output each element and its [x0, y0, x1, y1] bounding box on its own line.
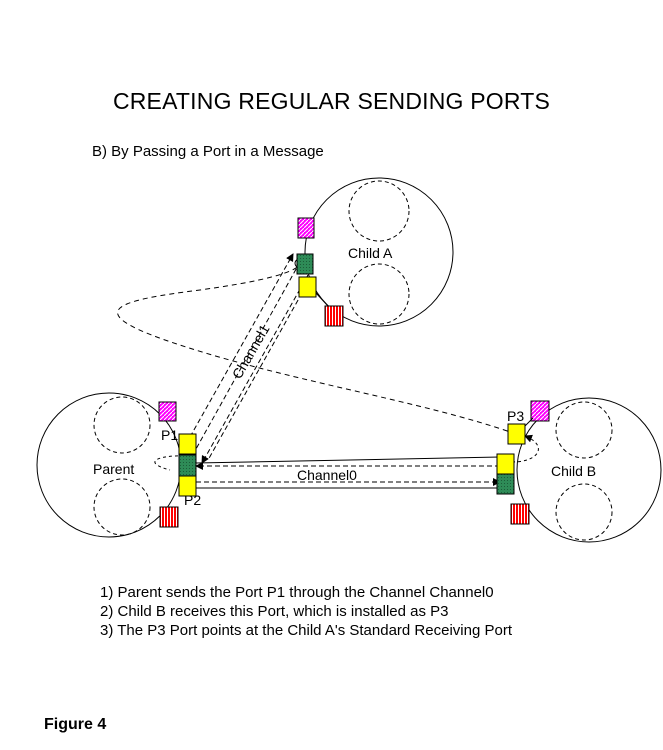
channel0-top-line	[195, 456, 501, 464]
child-a-label: Child A	[348, 245, 393, 261]
channel1-label: Channel1	[229, 321, 273, 381]
child-b-process: Child B	[516, 397, 662, 543]
parent-error-port	[159, 506, 179, 528]
p3-pointer-curve	[117, 264, 517, 435]
steps-list: 1) Parent sends the Port P1 through the …	[100, 583, 512, 640]
child-a-circle	[304, 177, 454, 327]
channel1: Channel1	[189, 253, 309, 464]
child-b-label: Child B	[551, 463, 596, 479]
p1-label: P1	[161, 427, 178, 443]
child-a-thread-2	[348, 263, 410, 325]
parent-thread-1	[93, 396, 151, 454]
child-b-control-port	[530, 400, 550, 422]
child-b-loop-arrow	[511, 434, 539, 463]
channel0-label: Channel0	[297, 467, 357, 483]
parent-control-port	[158, 401, 177, 422]
step-2: 2) Child B receives this Port, which is …	[100, 603, 449, 620]
p3-label: P3	[507, 408, 524, 424]
port-diagram: Child A Parent Child B Channel1 Channel0	[36, 177, 662, 543]
channel1-line-mid	[195, 261, 301, 450]
diagram-title: CREATING REGULAR SENDING PORTS	[112, 88, 551, 114]
child-a-error-port	[324, 305, 344, 327]
parent-process: Parent	[36, 392, 182, 538]
parent-port-p2	[178, 475, 197, 497]
channel1-line-inner	[207, 292, 303, 461]
figure-label: Figure 4	[44, 716, 107, 733]
step-1: 1) Parent sends the Port P1 through the …	[100, 584, 494, 601]
child-b-thread-2	[555, 483, 613, 541]
child-a-port-link	[315, 292, 329, 307]
diagram-subtitle: B) By Passing a Port in a Message	[92, 143, 324, 160]
child-b-send-port	[496, 453, 515, 475]
step-3: 3) The P3 Port points at the Child A's S…	[100, 622, 512, 639]
parent-thread-2	[93, 478, 151, 536]
child-b-error-port	[510, 503, 530, 525]
parent-loop-arrow	[154, 455, 185, 471]
parent-label: Parent	[93, 461, 134, 477]
child-b-port-link	[524, 417, 534, 427]
child-a-process: Child A	[304, 177, 454, 327]
child-b-receive-port	[496, 473, 515, 495]
parent-port-p1	[178, 433, 197, 455]
parent-receive-port	[178, 454, 197, 477]
child-a-thread-1	[348, 180, 410, 242]
channel0: Channel0	[195, 456, 508, 489]
p2-label: P2	[184, 492, 201, 508]
child-b-circle	[516, 397, 662, 543]
channel1-line-up	[189, 253, 294, 438]
child-a-send-port	[298, 276, 317, 298]
child-a-receive-port	[296, 253, 314, 275]
child-a-control-port	[297, 217, 315, 239]
child-b-port-p3	[507, 423, 526, 445]
child-b-thread-1	[555, 401, 613, 459]
channel1-line-down	[201, 274, 309, 464]
